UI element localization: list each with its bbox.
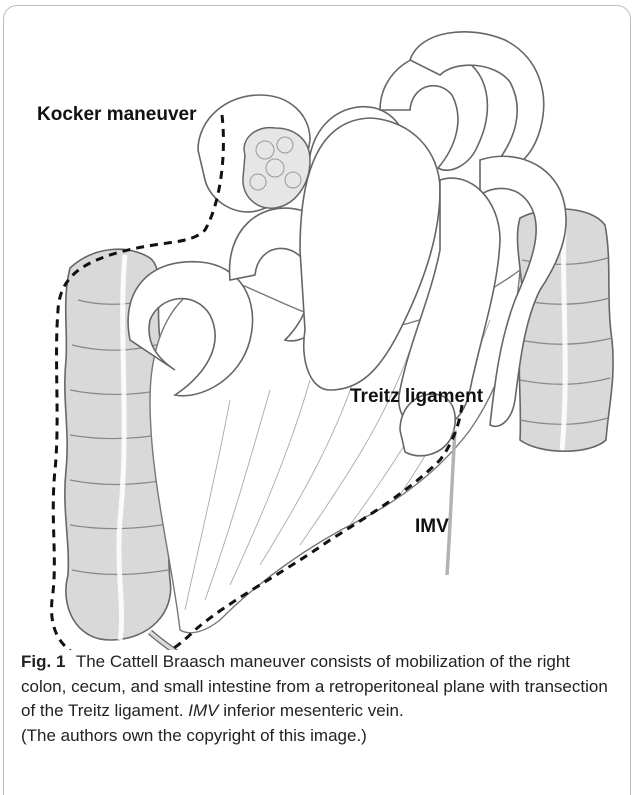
figure-number: Fig. 1 xyxy=(21,652,65,671)
treitz-ligament-label: Treitz ligament xyxy=(350,386,484,407)
copyright-note: (The authors own the copyright of this i… xyxy=(21,726,367,745)
caption-abbreviation-definition: inferior mesenteric vein. xyxy=(223,701,403,720)
caption-abbreviation: IMV xyxy=(188,701,218,720)
imv-label: IMV xyxy=(415,516,449,537)
anatomy-illustration: Kocker maneuver Treitz ligament IMV xyxy=(0,0,636,650)
pancreas-head xyxy=(243,128,310,209)
kocker-maneuver-label: Kocker maneuver xyxy=(37,104,197,125)
figure-caption: Fig. 1 The Cattell Braasch maneuver cons… xyxy=(21,650,611,748)
left-colon xyxy=(517,209,613,451)
